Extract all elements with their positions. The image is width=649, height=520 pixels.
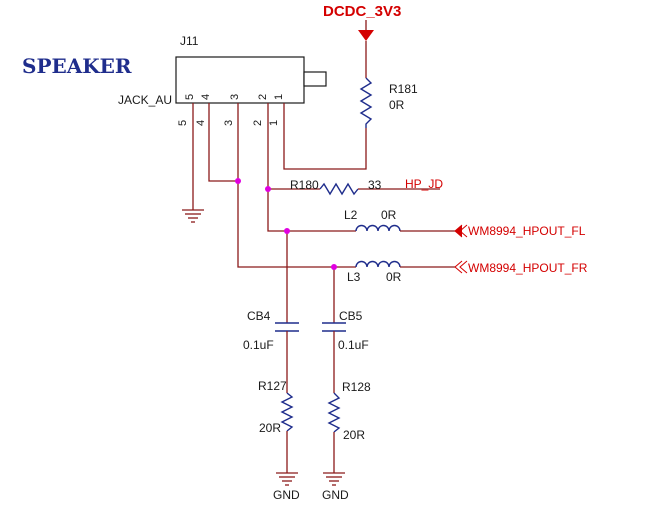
hpout-fl-arrow-icon — [454, 224, 463, 238]
r128-value: 20R — [343, 428, 365, 442]
power-rail-label: DCDC_3V3 — [323, 3, 401, 20]
r181-value: 0R — [389, 98, 405, 112]
pin-3-inside: 3 — [229, 94, 241, 100]
pin-3-outside: 3 — [223, 120, 235, 126]
cb4-ref: CB4 — [247, 309, 271, 323]
connector-pins-inside: 5 4 3 2 1 — [184, 94, 285, 100]
r180-resistor-icon — [319, 182, 359, 196]
ground-right-icon — [323, 472, 345, 486]
l2-inductor-icon — [355, 224, 401, 232]
power-arrow-icon — [358, 30, 374, 41]
pin3-wire — [237, 103, 334, 268]
pin-4-inside: 4 — [200, 94, 212, 100]
cb5-ref: CB5 — [339, 309, 363, 323]
pin-1-inside: 1 — [273, 94, 285, 100]
hpout-fr-arrow-icon — [454, 260, 463, 274]
pin-5-outside: 5 — [177, 120, 189, 126]
gnd-left-label: GND — [273, 488, 300, 502]
l2-ref: L2 — [344, 208, 358, 222]
junction-dot — [284, 228, 290, 234]
pin2-wire — [267, 103, 287, 232]
r127-value: 20R — [259, 421, 281, 435]
r180-value: 33 — [368, 178, 382, 192]
r128-resistor-icon — [327, 392, 341, 433]
pin-2-outside: 2 — [252, 120, 264, 126]
r127-ref: R127 — [258, 379, 287, 393]
junction-dot — [265, 186, 271, 192]
r128-ref: R128 — [342, 380, 371, 394]
schematic-title: SPEAKER — [22, 54, 132, 78]
connector-name: JACK_AU — [118, 93, 172, 107]
r181-resistor-icon — [359, 77, 373, 128]
pin-1-outside: 1 — [268, 120, 280, 126]
l3-value: 0R — [386, 270, 402, 284]
gnd-right-label: GND — [322, 488, 349, 502]
pin-4-outside: 4 — [195, 120, 207, 126]
pin-5-inside: 5 — [184, 94, 196, 100]
connector-plug — [303, 71, 327, 87]
hpout-fr-arrow2-icon — [459, 260, 468, 274]
r181-ref: R181 — [389, 82, 418, 96]
junction-dot — [331, 264, 337, 270]
pin4-wire — [208, 103, 238, 182]
l2-value: 0R — [381, 208, 397, 222]
hpout-fl-arrow2-icon — [459, 224, 468, 238]
ground-symbol-icon — [182, 209, 204, 223]
l3-ref: L3 — [347, 270, 361, 284]
l3-inductor-icon — [355, 260, 401, 268]
connector-ref: J11 — [180, 34, 199, 48]
ground-left-icon — [276, 472, 298, 486]
junction-dot — [235, 178, 241, 184]
hpout-fr-net-label: WM8994_HPOUT_FR — [468, 261, 588, 275]
pin-2-inside: 2 — [257, 94, 269, 100]
hp-jd-net-label: HP_JD — [405, 177, 443, 191]
hpout-fl-net-label: WM8994_HPOUT_FL — [468, 224, 586, 238]
cb5-value: 0.1uF — [338, 338, 369, 352]
connector-pins-outside: 5 4 3 2 1 — [177, 120, 280, 126]
cb4-value: 0.1uF — [243, 338, 274, 352]
pin1-wire — [283, 103, 367, 170]
r180-ref: R180 — [290, 178, 319, 192]
r127-resistor-icon — [280, 392, 294, 432]
